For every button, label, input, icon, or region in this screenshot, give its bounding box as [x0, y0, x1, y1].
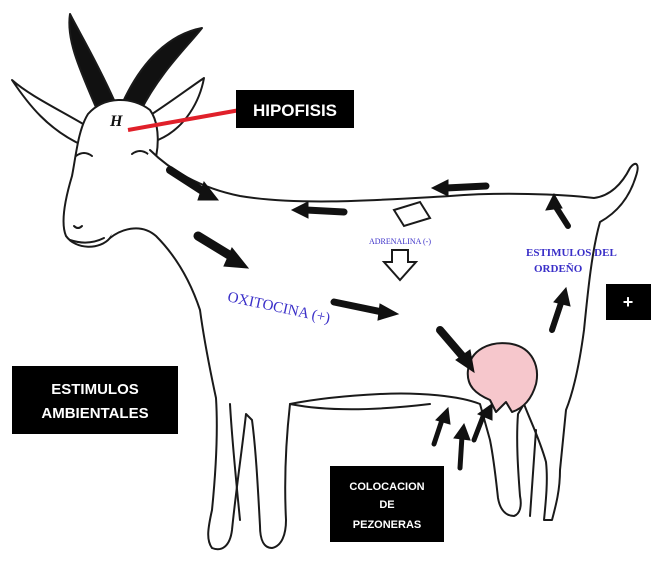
- ambientales-line1: ESTIMULOS: [51, 381, 139, 398]
- left-horn: [69, 14, 114, 112]
- estimulos-ambientales-label: ESTIMULOS AMBIENTALES: [12, 366, 178, 434]
- colocacion-line1: COLOCACION: [349, 481, 424, 493]
- belly-line: [290, 404, 430, 409]
- hipofisis-label: HIPOFISIS: [236, 90, 354, 128]
- plus-box: +: [606, 284, 651, 320]
- estimulos-ordeno-line1: ESTIMULOS DEL: [526, 247, 617, 259]
- ambientales-line2: AMBIENTALES: [41, 405, 148, 422]
- arrow-pezoneras-1: [434, 408, 450, 444]
- estimulos-ordeno-line2: ORDEÑO: [534, 263, 583, 275]
- left-ear: [12, 80, 90, 146]
- adrenalina-text: ADRENALINA (-): [369, 237, 431, 246]
- plus-sign: +: [623, 292, 634, 312]
- hypophysis-marker: H: [109, 113, 123, 130]
- colocacion-pezoneras-label: COLOCACION DE PEZONERAS: [330, 466, 444, 542]
- colocacion-line2: DE: [379, 499, 394, 511]
- colocacion-line3: PEZONERAS: [353, 519, 421, 531]
- arrow-pezoneras-2: [454, 424, 470, 468]
- hipofisis-text: HIPOFISIS: [253, 101, 337, 120]
- hind-leg-line: [530, 430, 536, 516]
